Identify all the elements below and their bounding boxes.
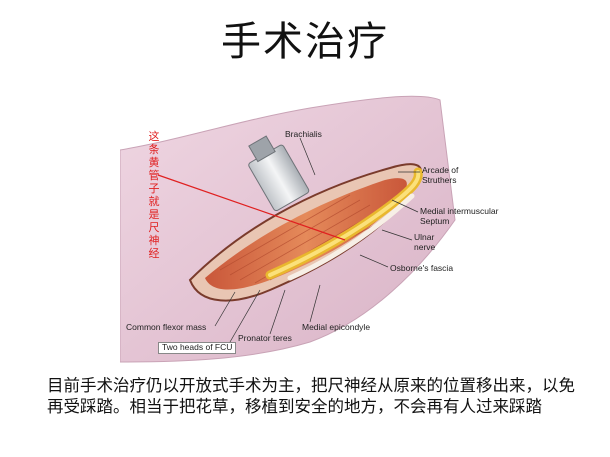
label-medial-epicondyle: Medial epicondyle	[302, 322, 371, 332]
label-brachialis: Brachialis	[285, 129, 322, 139]
slide-title: 手术治疗	[221, 19, 389, 65]
label-arcade-line1: Arcade of	[422, 165, 459, 175]
medial-septum	[287, 193, 415, 281]
label-arcade-line2: Struthers	[422, 175, 457, 185]
label-osborne: Osborne's fascia	[390, 263, 454, 273]
anatomy-drawing	[119, 95, 456, 363]
label-septum-line1: Medial intermuscular	[420, 206, 499, 216]
label-pronator: Pronator teres	[238, 333, 292, 343]
label-fcu: Two heads of FCU	[158, 342, 237, 354]
label-ulnar-line1: Ulnar	[414, 232, 435, 242]
label-ulnar-line2: nerve	[414, 242, 436, 252]
muscle-mass	[205, 178, 407, 290]
ulnar-nerve-annotation: 这条黄管子就是尺神经	[148, 130, 160, 260]
label-common-flexor: Common flexor mass	[126, 322, 207, 332]
label-septum-line2: Septum	[420, 216, 450, 226]
annotation-pointer	[157, 174, 346, 241]
body-paragraph: 目前手术治疗仍以开放式手术为主，把尺神经从原来的位置移出来，以免再受踩踏。相当于…	[47, 376, 575, 416]
retractor	[248, 135, 310, 212]
elbow-surgery-illustration: Brachialis Arcade of Struthers Medial in…	[119, 80, 500, 370]
